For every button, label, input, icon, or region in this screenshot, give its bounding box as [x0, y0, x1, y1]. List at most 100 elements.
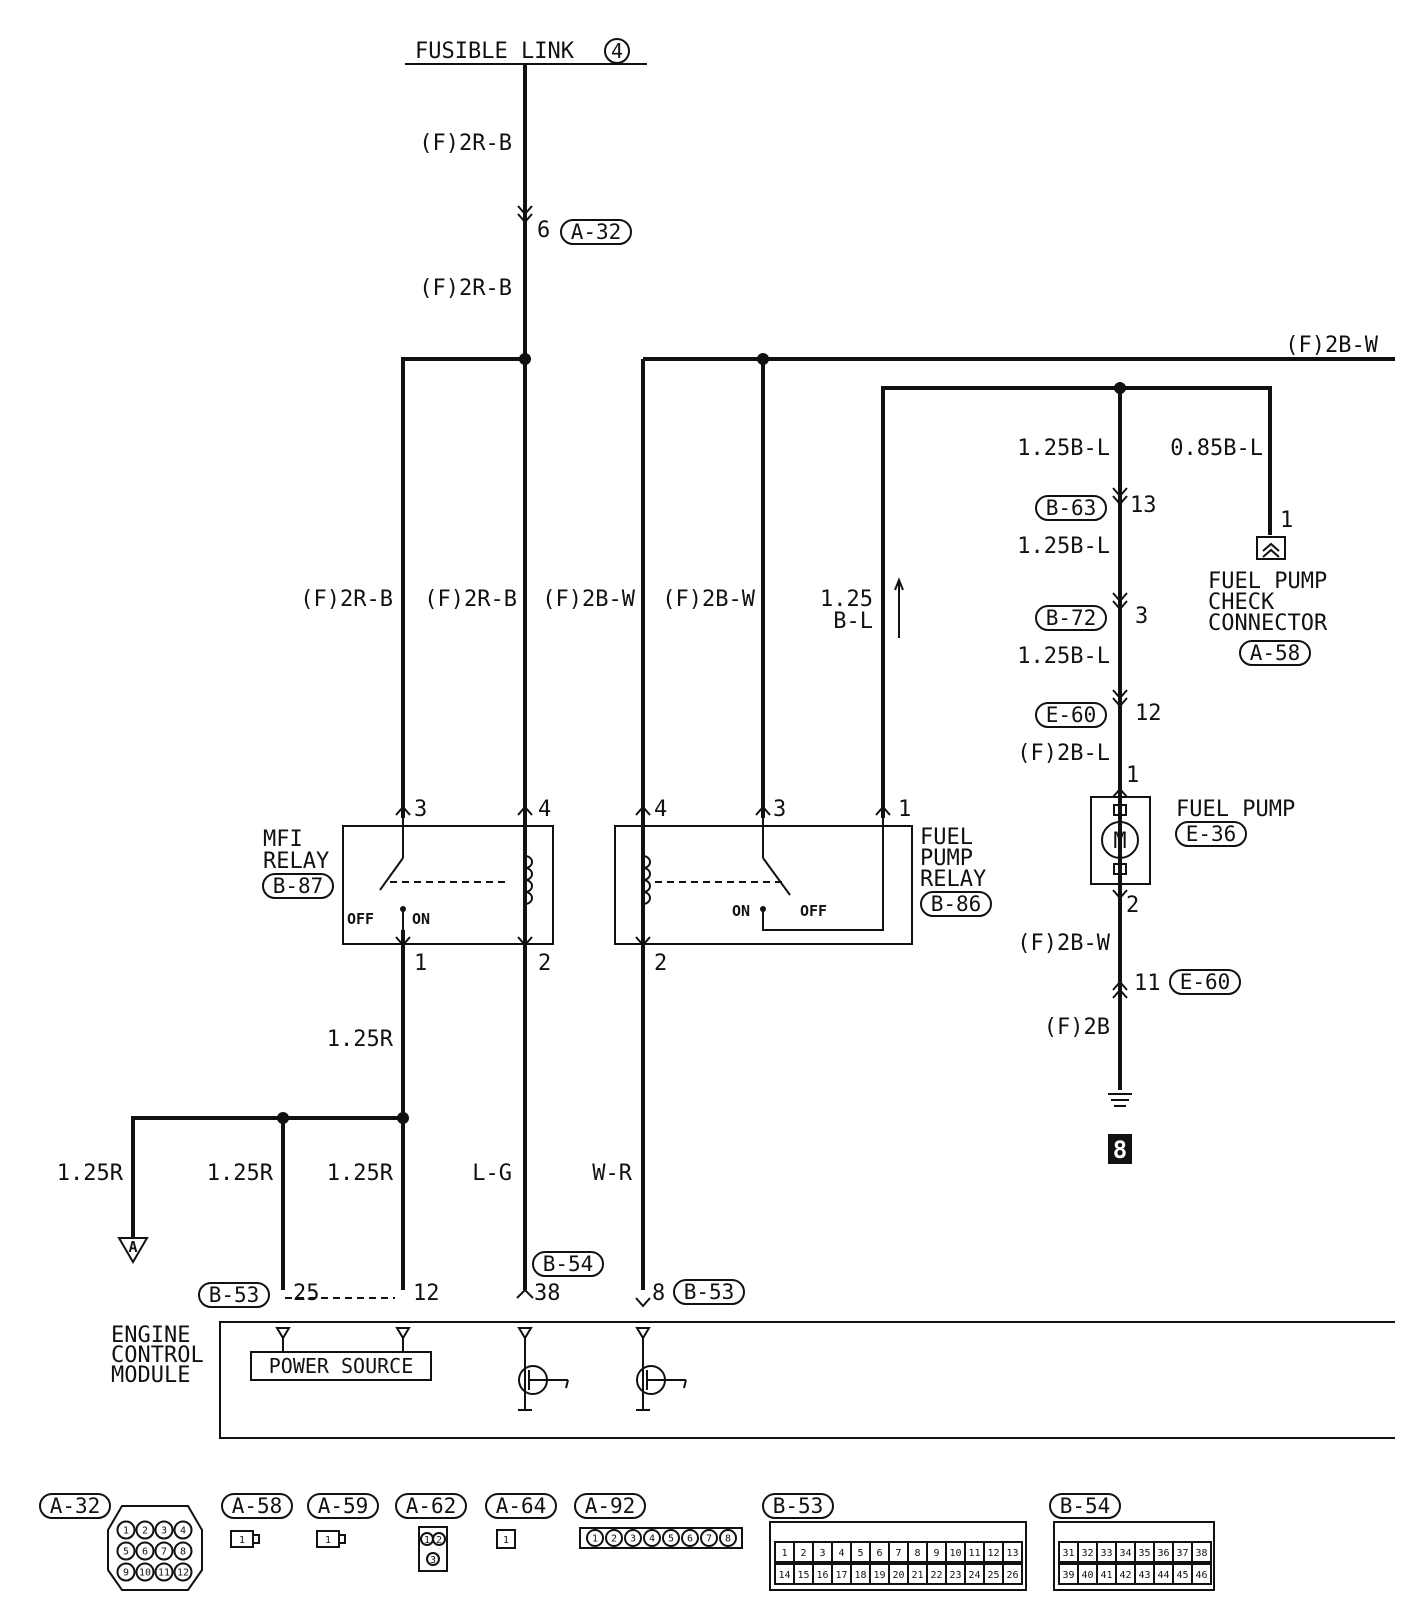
check-conn-label-2: CHECK — [1208, 590, 1275, 615]
label-f2b: (F)2B — [1044, 1015, 1110, 1040]
b54-pin-label: 38 — [1195, 1548, 1207, 1559]
svg-text:3: 3 — [773, 797, 786, 822]
a32-pin-label: 8 — [180, 1547, 186, 1558]
label-125r-4: 1.25R — [327, 1161, 394, 1186]
a32-pin — [154, 1562, 174, 1582]
svg-text:25: 25 — [293, 1281, 320, 1306]
b53-pin-label: 6 — [876, 1548, 882, 1559]
a92-pin — [624, 1529, 642, 1547]
a32-pin — [173, 1520, 193, 1540]
face-a64-label: A-64 — [496, 1494, 547, 1518]
svg-text:4: 4 — [654, 797, 667, 822]
ground-ref-a: A — [117, 1237, 149, 1264]
label-125r-2: 1.25R — [57, 1161, 124, 1186]
label-f2bw-bus: (F)2B-W — [1285, 333, 1378, 358]
pin-numbers: 6 13 3 12 1 1 2 11 3 4 4 3 1 1 2 2 25 12… — [293, 218, 1293, 1306]
b53-pin-label: 3 — [819, 1548, 825, 1559]
mfi-off-label: OFF — [347, 910, 374, 928]
b53-pin-label: 9 — [933, 1548, 939, 1559]
a32-pin-label: 9 — [123, 1568, 129, 1579]
a32-pin-label: 10 — [139, 1568, 151, 1579]
b53-pin-label: 15 — [797, 1570, 809, 1581]
a32-pin-label: 2 — [142, 1526, 148, 1537]
label-125r-3: 1.25R — [207, 1161, 274, 1186]
fp-on-label: ON — [732, 902, 750, 920]
a32-pin — [116, 1520, 136, 1540]
fusible-link-label: FUSIBLE LINK — [415, 39, 575, 64]
conn-b63-label: B-63 — [1046, 496, 1097, 520]
svg-text:4: 4 — [538, 797, 551, 822]
wire-mfi-relay-3 — [401, 357, 525, 818]
b53-pin-label: 14 — [778, 1570, 790, 1581]
a92-pin-label: 4 — [649, 1534, 655, 1545]
label-f2rb-1: (F)2R-B — [419, 131, 512, 156]
mfi-on-label: ON — [412, 910, 430, 928]
label-125bl-3: 1.25B-L — [1017, 644, 1110, 669]
svg-text:2: 2 — [654, 951, 667, 976]
check-conn-label-1: FUEL PUMP — [1208, 569, 1327, 594]
a32-pin — [116, 1562, 136, 1582]
svg-text:2: 2 — [436, 1535, 442, 1546]
svg-text:1: 1 — [414, 951, 427, 976]
label-f2rb-4: (F)2R-B — [424, 587, 517, 612]
face-a58-label: A-58 — [232, 1494, 283, 1518]
b53-pin-label: 24 — [968, 1570, 980, 1581]
b54-pin-label: 43 — [1138, 1570, 1150, 1581]
b53-pin — [1002, 1541, 1023, 1563]
b54-pin-label: 44 — [1157, 1570, 1169, 1581]
ecm-label-2: CONTROL — [111, 1343, 204, 1368]
fp-relay-label-3: RELAY — [920, 867, 986, 892]
power-source-label: POWER SOURCE — [269, 1354, 414, 1378]
label-125r-1: 1.25R — [327, 1027, 394, 1052]
fuel-pump-motor: M FUEL PUMP — [1090, 796, 1295, 885]
b53-pin-label: 2 — [800, 1548, 806, 1559]
ground-ref-label: A — [128, 1238, 137, 1256]
svg-text:1: 1 — [1280, 508, 1293, 533]
connector-labels: A-32 B-63 B-72 E-60 E-60 A-58 E-36 B-87 … — [198, 219, 1311, 1308]
svg-text:2: 2 — [1126, 893, 1139, 918]
a92-pin-label: 7 — [706, 1534, 712, 1545]
b53-pin-label: 21 — [911, 1570, 923, 1581]
fusible-link-header: FUSIBLE LINK 4 — [405, 38, 647, 65]
svg-text:1: 1 — [239, 1535, 245, 1546]
fuel-pump-check-connector: FUEL PUMP CHECK CONNECTOR — [1208, 536, 1328, 636]
a32-pin — [116, 1541, 136, 1561]
a92-pin-label: 5 — [668, 1534, 674, 1545]
conn-e36-label: E-36 — [1186, 822, 1237, 846]
motor-symbol: M — [1113, 829, 1126, 854]
b53-pin-label: 8 — [914, 1548, 920, 1559]
b53-pin-label: 13 — [1006, 1548, 1018, 1559]
label-125bl-2: 1.25B-L — [1017, 534, 1110, 559]
b53-pin-label: 10 — [949, 1548, 961, 1559]
a92-pin-label: 3 — [630, 1534, 636, 1545]
b53-pin-label: 16 — [816, 1570, 828, 1581]
a92-pin-label: 1 — [592, 1534, 598, 1545]
b53-pin-label: 17 — [835, 1570, 847, 1581]
conn-e60-label-1: E-60 — [1046, 703, 1097, 727]
a92-pin — [700, 1529, 718, 1547]
mfi-relay-label-1: MFI — [263, 827, 303, 852]
fp-relay-label-1: FUEL — [920, 825, 973, 850]
b53-pin-label: 23 — [949, 1570, 961, 1581]
svg-text:6: 6 — [537, 218, 550, 243]
label-f2bw-3: (F)2B-W — [1017, 931, 1110, 956]
a92-pin — [586, 1529, 604, 1547]
check-conn-label-3: CONNECTOR — [1208, 611, 1328, 636]
wire-labels: (F)2R-B (F)2R-B (F)2B-W (F)2R-B (F)2R-B … — [57, 131, 1379, 1186]
b54-pin-label: 36 — [1157, 1548, 1169, 1559]
b54-pin-label: 33 — [1100, 1548, 1112, 1559]
ecm-label-1: ENGINE — [111, 1323, 190, 1348]
conn-b53-label-1: B-53 — [209, 1283, 260, 1307]
svg-text:1: 1 — [898, 797, 911, 822]
ground-number: 8 — [1113, 1136, 1127, 1164]
b53-pin-label: 4 — [838, 1548, 844, 1559]
a92-pin — [643, 1529, 661, 1547]
b53-pin-label: 19 — [873, 1570, 885, 1581]
label-lg: L-G — [472, 1161, 512, 1186]
face-b54-label: B-54 — [1060, 1494, 1111, 1518]
label-125-bot: B-L — [833, 609, 873, 634]
a32-pin — [135, 1541, 155, 1561]
a32-pin — [154, 1520, 174, 1540]
fuel-pump-relay: FUEL PUMP RELAY ON OFF — [614, 818, 986, 945]
